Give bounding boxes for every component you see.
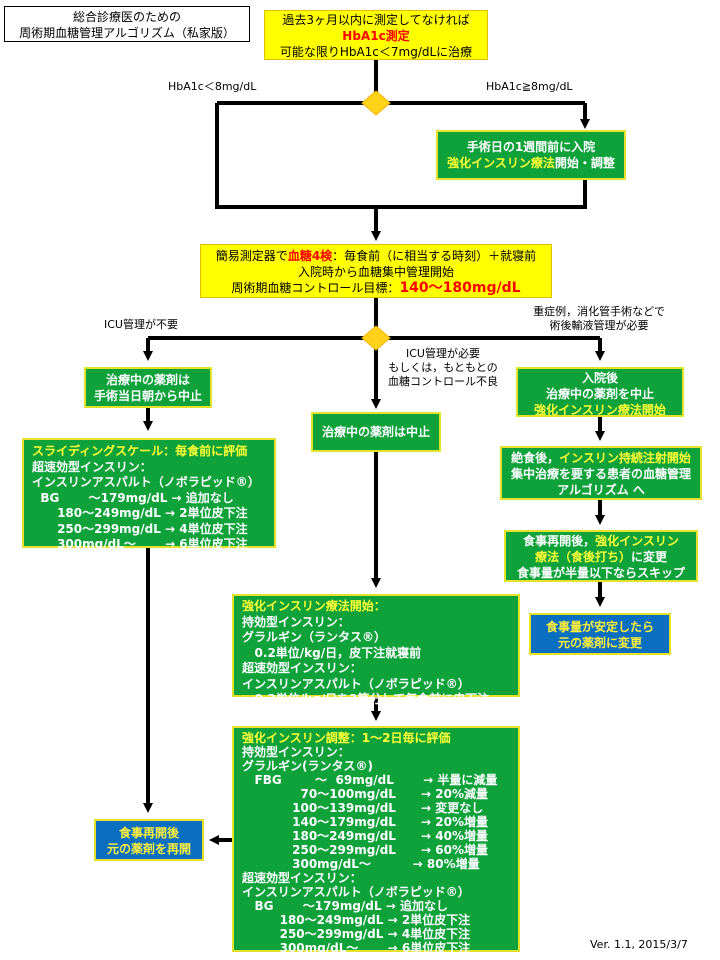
stop-meds-box: 治療中の薬剤は中止 xyxy=(311,412,441,452)
sliding-scale-box: スライディングスケール：毎食前に評価 超速効型インスリン： インスリンアスパルト… xyxy=(22,438,276,551)
intensive-adjust-line: グラルギン(ランタス®) xyxy=(242,759,373,773)
preadmission-box: 手術日の1週間前に入院 強化インスリン療法開始・調整 xyxy=(436,130,626,180)
branch-label-icu-line-2: もしくは，もともとの xyxy=(388,361,498,374)
continuous-insulin-box: 絶食後，インスリン持続注射開始 集中治療を要する患者の血糖管理 アルゴリズム へ xyxy=(500,446,702,500)
meal-resume-line-3: 食事量が半量以下ならスキップ xyxy=(516,566,685,580)
intensive-adjust-line: 持効型インスリン： xyxy=(242,745,350,759)
branch-label-hba1c-high: HbA1c≧8mg/dL xyxy=(486,80,573,93)
postadmission-intensive-start: 強化インスリン療法開始 xyxy=(534,403,666,417)
preadmission-intensive-insulin: 強化インスリン療法 xyxy=(447,156,555,170)
diagram-title: 総合診療医のための 周術期血糖管理アルゴリズム（私家版） xyxy=(4,6,250,42)
title-line-2: 周術期血糖管理アルゴリズム（私家版） xyxy=(19,26,235,40)
meal-resume-line1-a: 食事再開後， xyxy=(523,534,596,548)
intensive-start-line: 持効型インスリン： xyxy=(242,614,350,629)
intensive-start-title: 強化インスリン療法開始： xyxy=(242,599,386,613)
decision-diamond-hba1c xyxy=(361,90,391,116)
intensive-adjust-line: インスリンアスパルト（ノボラピッド®） xyxy=(242,885,470,899)
sliding-scale-row: 180～249mg/dL → 2単位皮下注 xyxy=(32,506,248,520)
branch-label-icu-line-1: ICU管理が必要 xyxy=(406,347,480,360)
continuous-line-2: 集中治療を要する患者の血糖管理 xyxy=(510,467,691,481)
intensive-adjust-line: 180～249mg/dL → 2単位皮下注 xyxy=(242,913,471,927)
branch-label-severe-line-1: 重症例，消化管手術などで xyxy=(533,305,665,318)
glucose-monitoring-box: 簡易測定器で血糖4検：毎食前（に相当する時刻）＋就寝前 入院時から血糖集中管理開… xyxy=(200,244,552,298)
stop-meds-text: 治療中の薬剤は中止 xyxy=(321,425,430,439)
intensive-start-line: グラルギン（ランタス®） xyxy=(242,630,387,644)
monitor-target-label: 周術期血糖コントロール目標： xyxy=(231,281,400,295)
intensive-adjust-line: 250～299mg/dL → 60%増量 xyxy=(242,843,488,857)
preadmission-line-1: 手術日の1週間前に入院 xyxy=(466,140,596,154)
meal-resume-intensive: 強化インスリン xyxy=(595,534,679,548)
resume-meds-line-1: 食事再開後 xyxy=(118,826,179,840)
intensive-adjust-line: BG ～179mg/dL → 追加なし xyxy=(242,899,448,913)
intensive-start-line: 0.2単位/kg/日，皮下注就寝前 xyxy=(242,645,422,660)
branch-label-icu: ICU管理が必要 もしくは，もともとの 血糖コントロール不良 xyxy=(383,347,503,389)
meal-resume-box: 食事再開後，強化インスリン 療法（食後打ち）に変更 食事量が半量以下ならスキップ xyxy=(504,530,698,582)
hba1c-check-line-1: 過去3ヶ月以内に測定してなければ xyxy=(282,13,470,27)
intensive-adjust-line: 180～249mg/dL → 40%増量 xyxy=(242,829,488,843)
stable-meal-line-2: 元の薬剤に変更 xyxy=(557,636,642,650)
hba1c-measure-label: HbA1c測定 xyxy=(342,29,410,43)
hba1c-check-line-3: 可能な限りHbA1c＜7mg/dLに治療 xyxy=(279,45,473,59)
intensive-adjust-line: 250～299mg/dL → 4単位皮下注 xyxy=(242,927,471,941)
monitor-four-checks: 血糖4検 xyxy=(287,249,333,263)
monitor-line1-a: 簡易測定器で xyxy=(215,249,288,263)
intensive-start-line: 超速効型インスリン： xyxy=(242,661,362,675)
title-line-1: 総合診療医のための xyxy=(72,10,181,24)
intensive-start-line: 0.2単位/kg/日を3等分して毎食前に皮下注 xyxy=(242,692,490,706)
stop-meds-line-2: 手術当日朝から中止 xyxy=(93,389,202,403)
stable-meal-line-1: 食事量が安定したら xyxy=(545,620,654,634)
intensive-insulin-start-box: 強化インスリン療法開始： 持効型インスリン： グラルギン（ランタス®） 0.2単… xyxy=(232,594,520,706)
sliding-scale-line-2: インスリンアスパルト（ノボラピッド®） xyxy=(32,475,260,489)
branch-label-no-icu: ICU管理が不要 xyxy=(104,318,178,331)
branch-label-severe: 重症例，消化管手術などで 術後輸液管理が必要 xyxy=(524,305,674,333)
intensive-adjust-line: 300mg/dL～ → 6単位皮下注 xyxy=(242,941,471,955)
intensive-adjust-line: 100～139mg/dL → 変更なし xyxy=(242,801,484,815)
decision-diamond-icu xyxy=(361,325,391,351)
monitor-line-2: 入院時から血糖集中管理開始 xyxy=(297,265,454,279)
sliding-scale-line-1: 超速効型インスリン： xyxy=(32,459,152,474)
sliding-scale-title: スライディングスケール：毎食前に評価 xyxy=(32,444,248,458)
continuous-line1-a: 絶食後， xyxy=(511,451,560,465)
resume-meds-line-2: 元の薬剤を再開 xyxy=(106,842,191,856)
hba1c-check-box: 過去3ヶ月以内に測定してなければ HbA1c測定 可能な限りHbA1c＜7mg/… xyxy=(264,10,488,60)
intensive-start-line: インスリンアスパルト（ノボラピッド®） xyxy=(242,676,470,691)
version-label: Ver. 1.1, 2015/3/7 xyxy=(590,938,688,951)
intensive-adjust-line: FBG ～ 69mg/dL → 半量に減量 xyxy=(242,773,498,787)
resume-meds-box: 食事再開後 元の薬剤を再開 xyxy=(94,819,204,861)
intensive-adjust-title: 強化インスリン調整：1～2日毎に評価 xyxy=(242,731,451,745)
branch-label-icu-line-3: 血糖コントロール不良 xyxy=(388,375,498,388)
sliding-scale-row: 250～299mg/dL → 4単位皮下注 xyxy=(32,521,248,536)
intensive-adjust-line: 300mg/dL～ → 80%増量 xyxy=(242,857,480,871)
intensive-adjust-line: 超速効型インスリン： xyxy=(242,871,362,885)
stable-meal-box: 食事量が安定したら 元の薬剤に変更 xyxy=(529,613,671,655)
intensive-adjust-line: 70～100mg/dL → 20%減量 xyxy=(242,787,488,801)
intensive-insulin-adjust-box: 強化インスリン調整：1～2日毎に評価 持効型インスリン： グラルギン(ランタス®… xyxy=(232,726,520,955)
sliding-scale-row: BG ～179mg/dL → 追加なし xyxy=(32,490,234,505)
continuous-line-3: アルゴリズム へ xyxy=(557,483,645,497)
sliding-scale-row: 300mg/dL～ → 6単位皮下注 xyxy=(32,537,248,551)
postadmission-box: 入院後 治療中の薬剤を中止 強化インスリン療法開始 xyxy=(516,367,684,417)
meal-resume-change: に変更 xyxy=(631,550,668,564)
branch-label-severe-line-2: 術後輸液管理が必要 xyxy=(549,319,649,332)
preadmission-start-adjust: 開始・調整 xyxy=(554,156,615,170)
intensive-adjust-line: 140～179mg/dL → 20%増量 xyxy=(242,815,488,829)
monitor-line1-b: ：毎食前（に相当する時刻）＋就寝前 xyxy=(332,249,537,263)
monitor-target-range: 140～180mg/dL xyxy=(399,280,521,296)
meal-resume-postmeal: 療法（食後打ち） xyxy=(534,550,631,564)
stop-meds-line-1: 治療中の薬剤は xyxy=(105,373,190,387)
continuous-insulin-start: インスリン持続注射開始 xyxy=(559,451,691,465)
postadmission-line-2: 治療中の薬剤を中止 xyxy=(545,387,654,401)
stop-meds-morning-box: 治療中の薬剤は 手術当日朝から中止 xyxy=(84,367,212,408)
branch-label-hba1c-low: HbA1c＜8mg/dL xyxy=(168,80,257,93)
postadmission-line-1: 入院後 xyxy=(581,371,618,385)
